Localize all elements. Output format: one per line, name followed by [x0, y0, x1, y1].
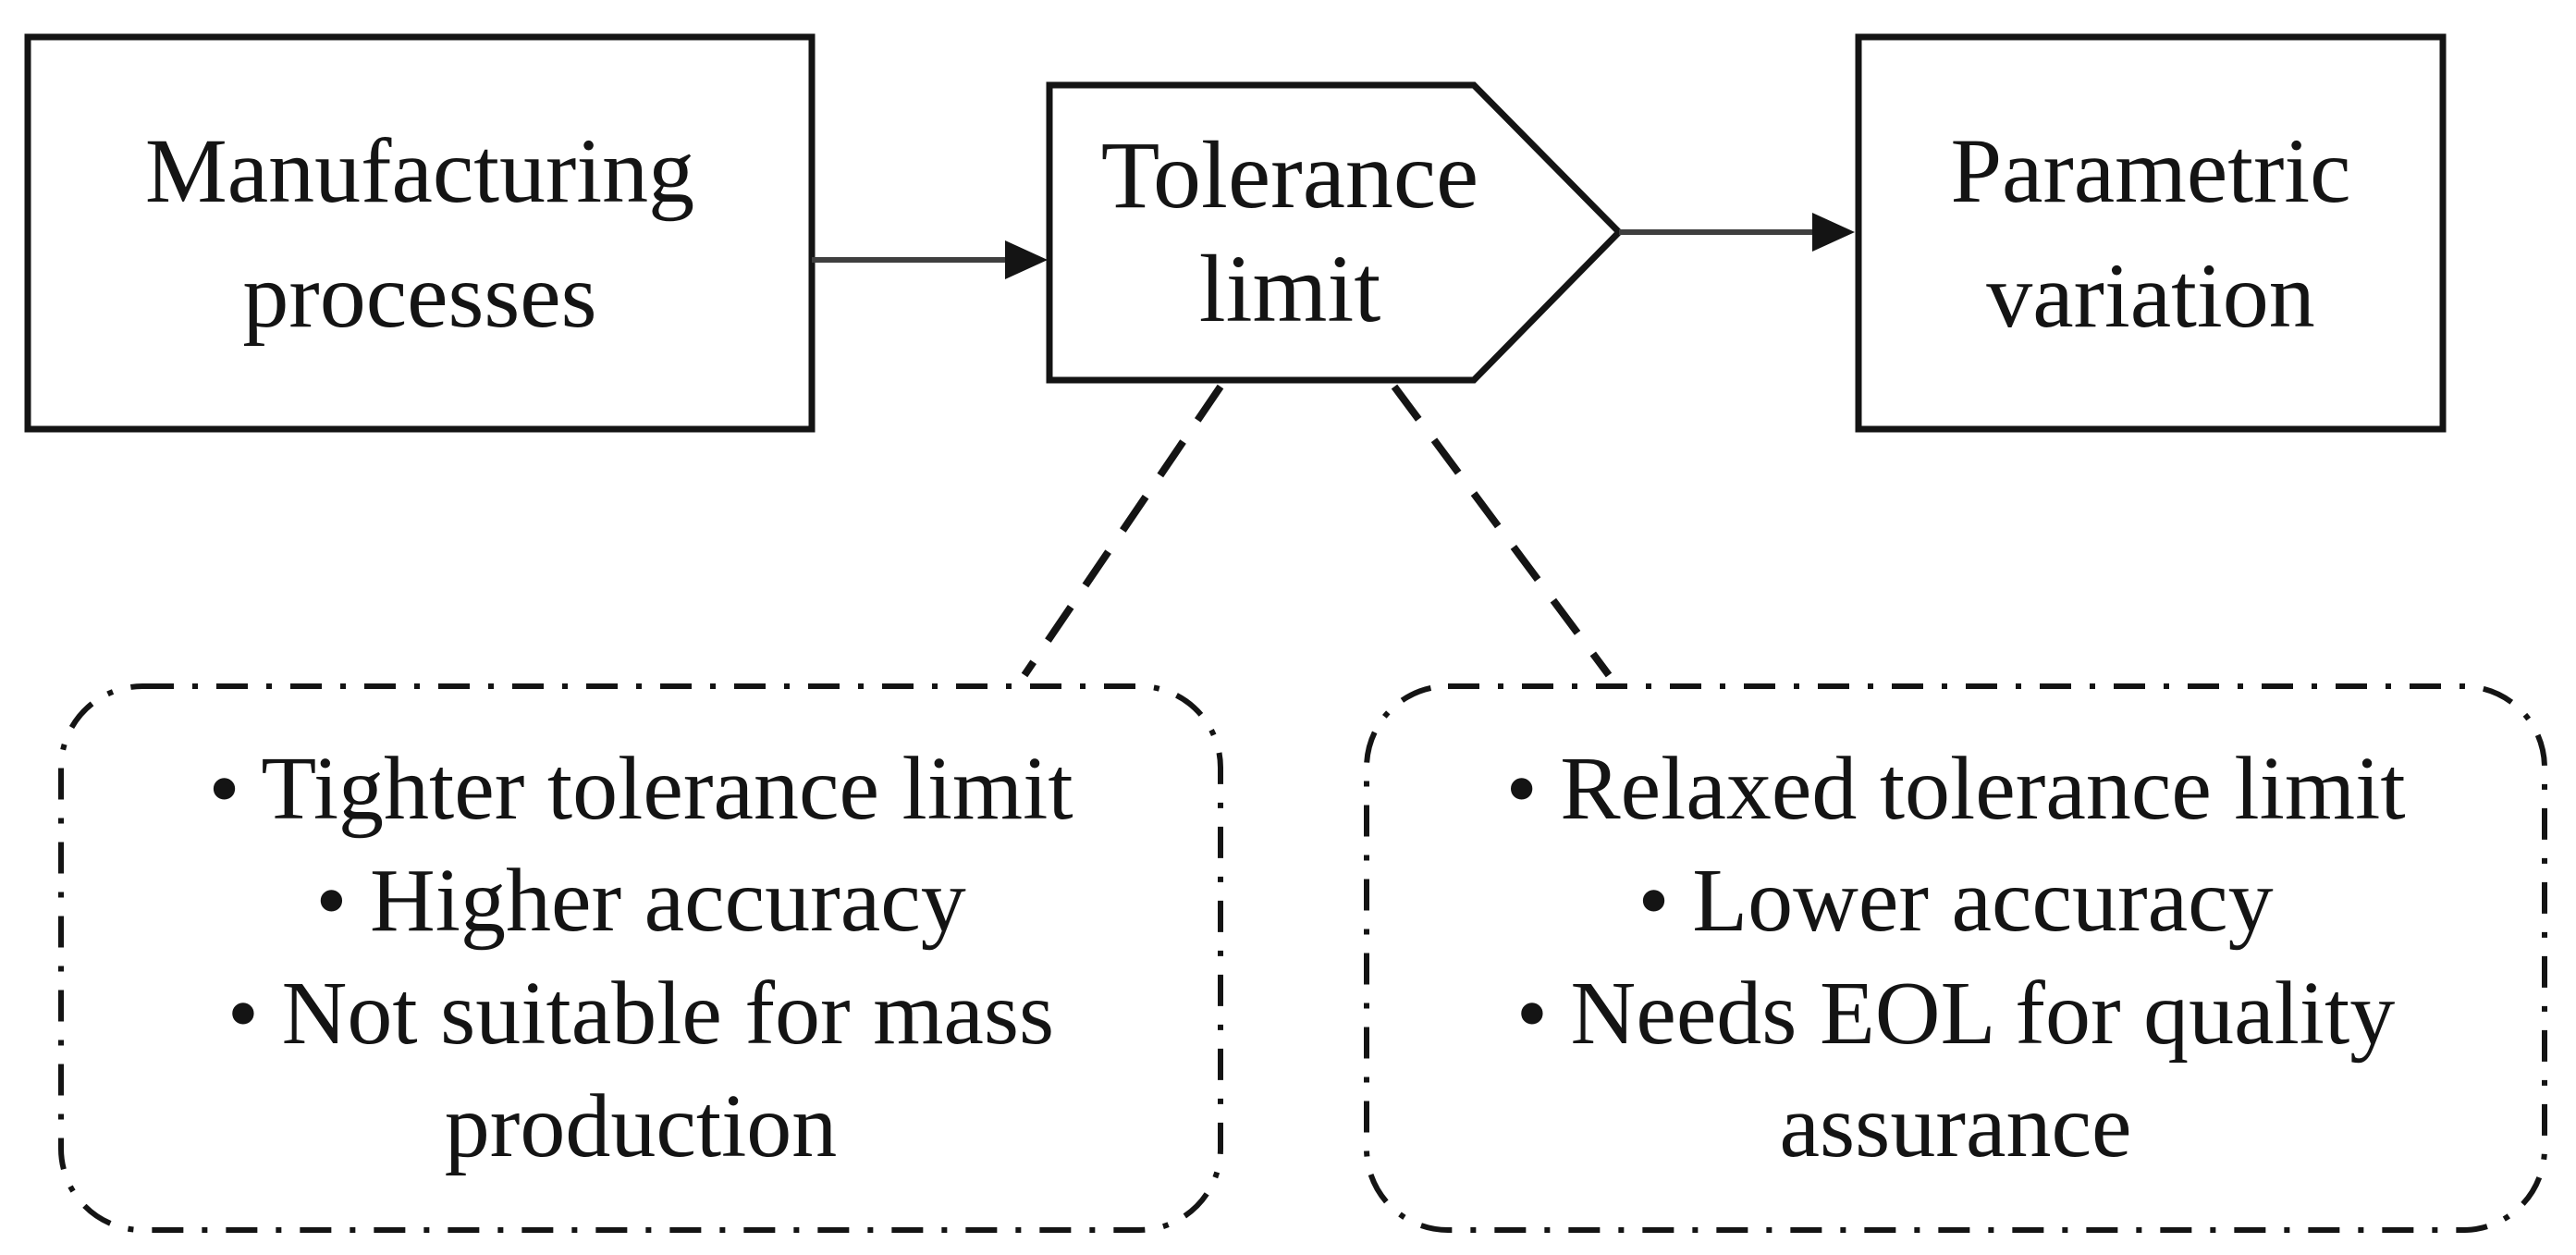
bullet-item: • Needs EOL for quality assurance — [1515, 964, 2396, 1176]
parametric-box-outline — [1855, 33, 2447, 433]
connector-tolerance-to-relaxed-callout — [1391, 384, 1613, 678]
tight-callout-outline — [58, 683, 1223, 1233]
connector-tolerance-to-tight-callout — [1021, 384, 1224, 678]
bullet-item: • Tighter tolerance limit — [208, 738, 1073, 839]
bullet-item: • Relaxed tolerance limit — [1505, 738, 2406, 839]
tolerance-pentagon-outline — [1046, 81, 1624, 384]
tight-callout: • Tighter tolerance limit • Higher accur… — [61, 686, 1221, 1230]
arrow-tolerance-to-parametric-head — [1812, 213, 1855, 252]
relaxed-callout-outline — [1364, 683, 2547, 1233]
parametric-node-label: Parametric variation — [1950, 119, 2351, 347]
manufacturing-box-outline — [24, 33, 816, 433]
arrow-manufacturing-to-tolerance-head — [1005, 240, 1048, 279]
bullet-item: • Lower accuracy — [1638, 851, 2274, 952]
relaxed-callout: • Relaxed tolerance limit • Lower accura… — [1367, 686, 2545, 1230]
manufacturing-node-label: Manufacturing processes — [144, 119, 695, 347]
bullet-item: • Not suitable for mass production — [227, 964, 1055, 1176]
bullet-item: • Higher accuracy — [315, 851, 966, 952]
tolerance-node-label: Tolerance limit — [1100, 121, 1479, 342]
